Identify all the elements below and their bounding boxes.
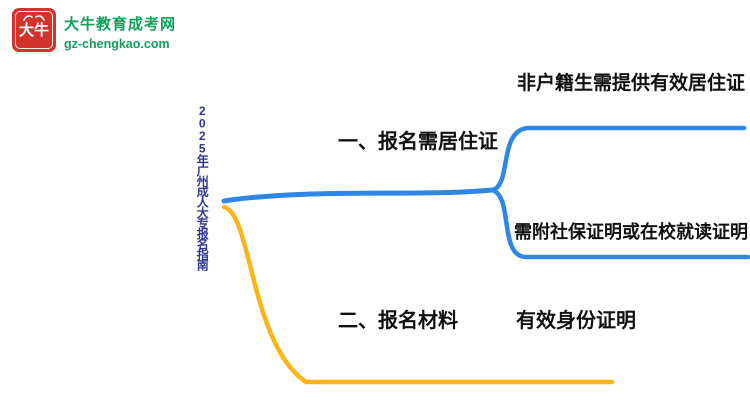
child-node-valid-id-proof: 有效身份证明 xyxy=(516,310,636,332)
branch-node-residence-permit: 一、报名需居住证 xyxy=(338,131,498,153)
edge-branch1-to-child1 xyxy=(489,125,747,193)
branch-node-application-materials: 二、报名材料 xyxy=(338,310,458,332)
root-node: 2025年广州成人大专报名指南 xyxy=(195,104,210,270)
logo-icon-text: 大牛 xyxy=(18,21,49,39)
child-node-nonlocal-residence-permit: 非户籍生需提供有效居住证 xyxy=(517,73,746,94)
site-logo: 大牛 大牛教育成考网 gz-chengkao.com xyxy=(12,8,176,52)
site-url: gz-chengkao.com xyxy=(64,37,170,51)
bull-horns-icon xyxy=(23,15,45,21)
site-name: 大牛教育成考网 xyxy=(64,16,177,33)
logo-bull-seal-icon: 大牛 xyxy=(12,8,56,52)
child-node-social-security-proof: 需附社保证明或在校就读证明 xyxy=(514,222,748,242)
logo-text-block: 大牛教育成考网 gz-chengkao.com xyxy=(64,8,176,51)
edge-root-to-branch1 xyxy=(221,187,495,204)
